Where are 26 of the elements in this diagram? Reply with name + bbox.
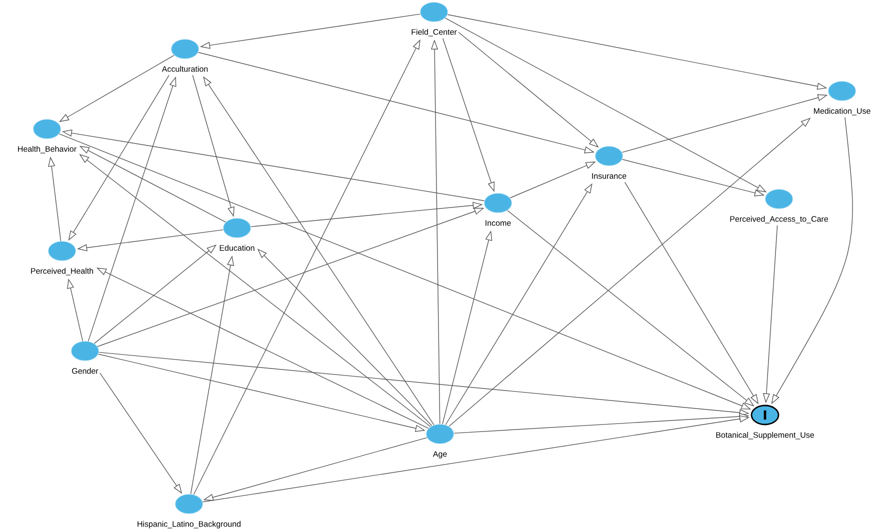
- node-label: Insurance: [590, 171, 628, 182]
- node-ellipse: [750, 404, 780, 426]
- node-ellipse: [175, 494, 203, 514]
- node-label: Income: [484, 218, 512, 229]
- node-label: Education: [218, 243, 256, 254]
- node-ellipse: [828, 81, 856, 101]
- node-label: Perceived_Health: [29, 266, 95, 277]
- node-ellipse: [48, 241, 76, 261]
- node-ellipse: [484, 193, 512, 213]
- node-label: Medication_Use: [812, 106, 872, 117]
- node-ellipse: [765, 189, 793, 209]
- node-ellipse: [33, 119, 61, 139]
- node-ellipse: [223, 218, 251, 238]
- node-label: Perceived_Access_to_Care: [728, 214, 830, 225]
- node-label: Gender: [70, 366, 100, 377]
- node-label: Field_Center: [410, 27, 458, 38]
- node-ellipse: [420, 2, 448, 22]
- node-label: Acculturation: [160, 64, 210, 75]
- node-ellipse: [426, 424, 454, 444]
- node-label: Botanical_Supplement_Use: [714, 430, 816, 441]
- node-ellipse: [595, 146, 623, 166]
- node-label: Hispanic_Latino_Background: [136, 519, 242, 530]
- node-label: Health_Behavior: [16, 144, 78, 155]
- node-ellipse: [171, 39, 199, 59]
- node-ellipse: [71, 341, 99, 361]
- node-label: Age: [432, 449, 448, 460]
